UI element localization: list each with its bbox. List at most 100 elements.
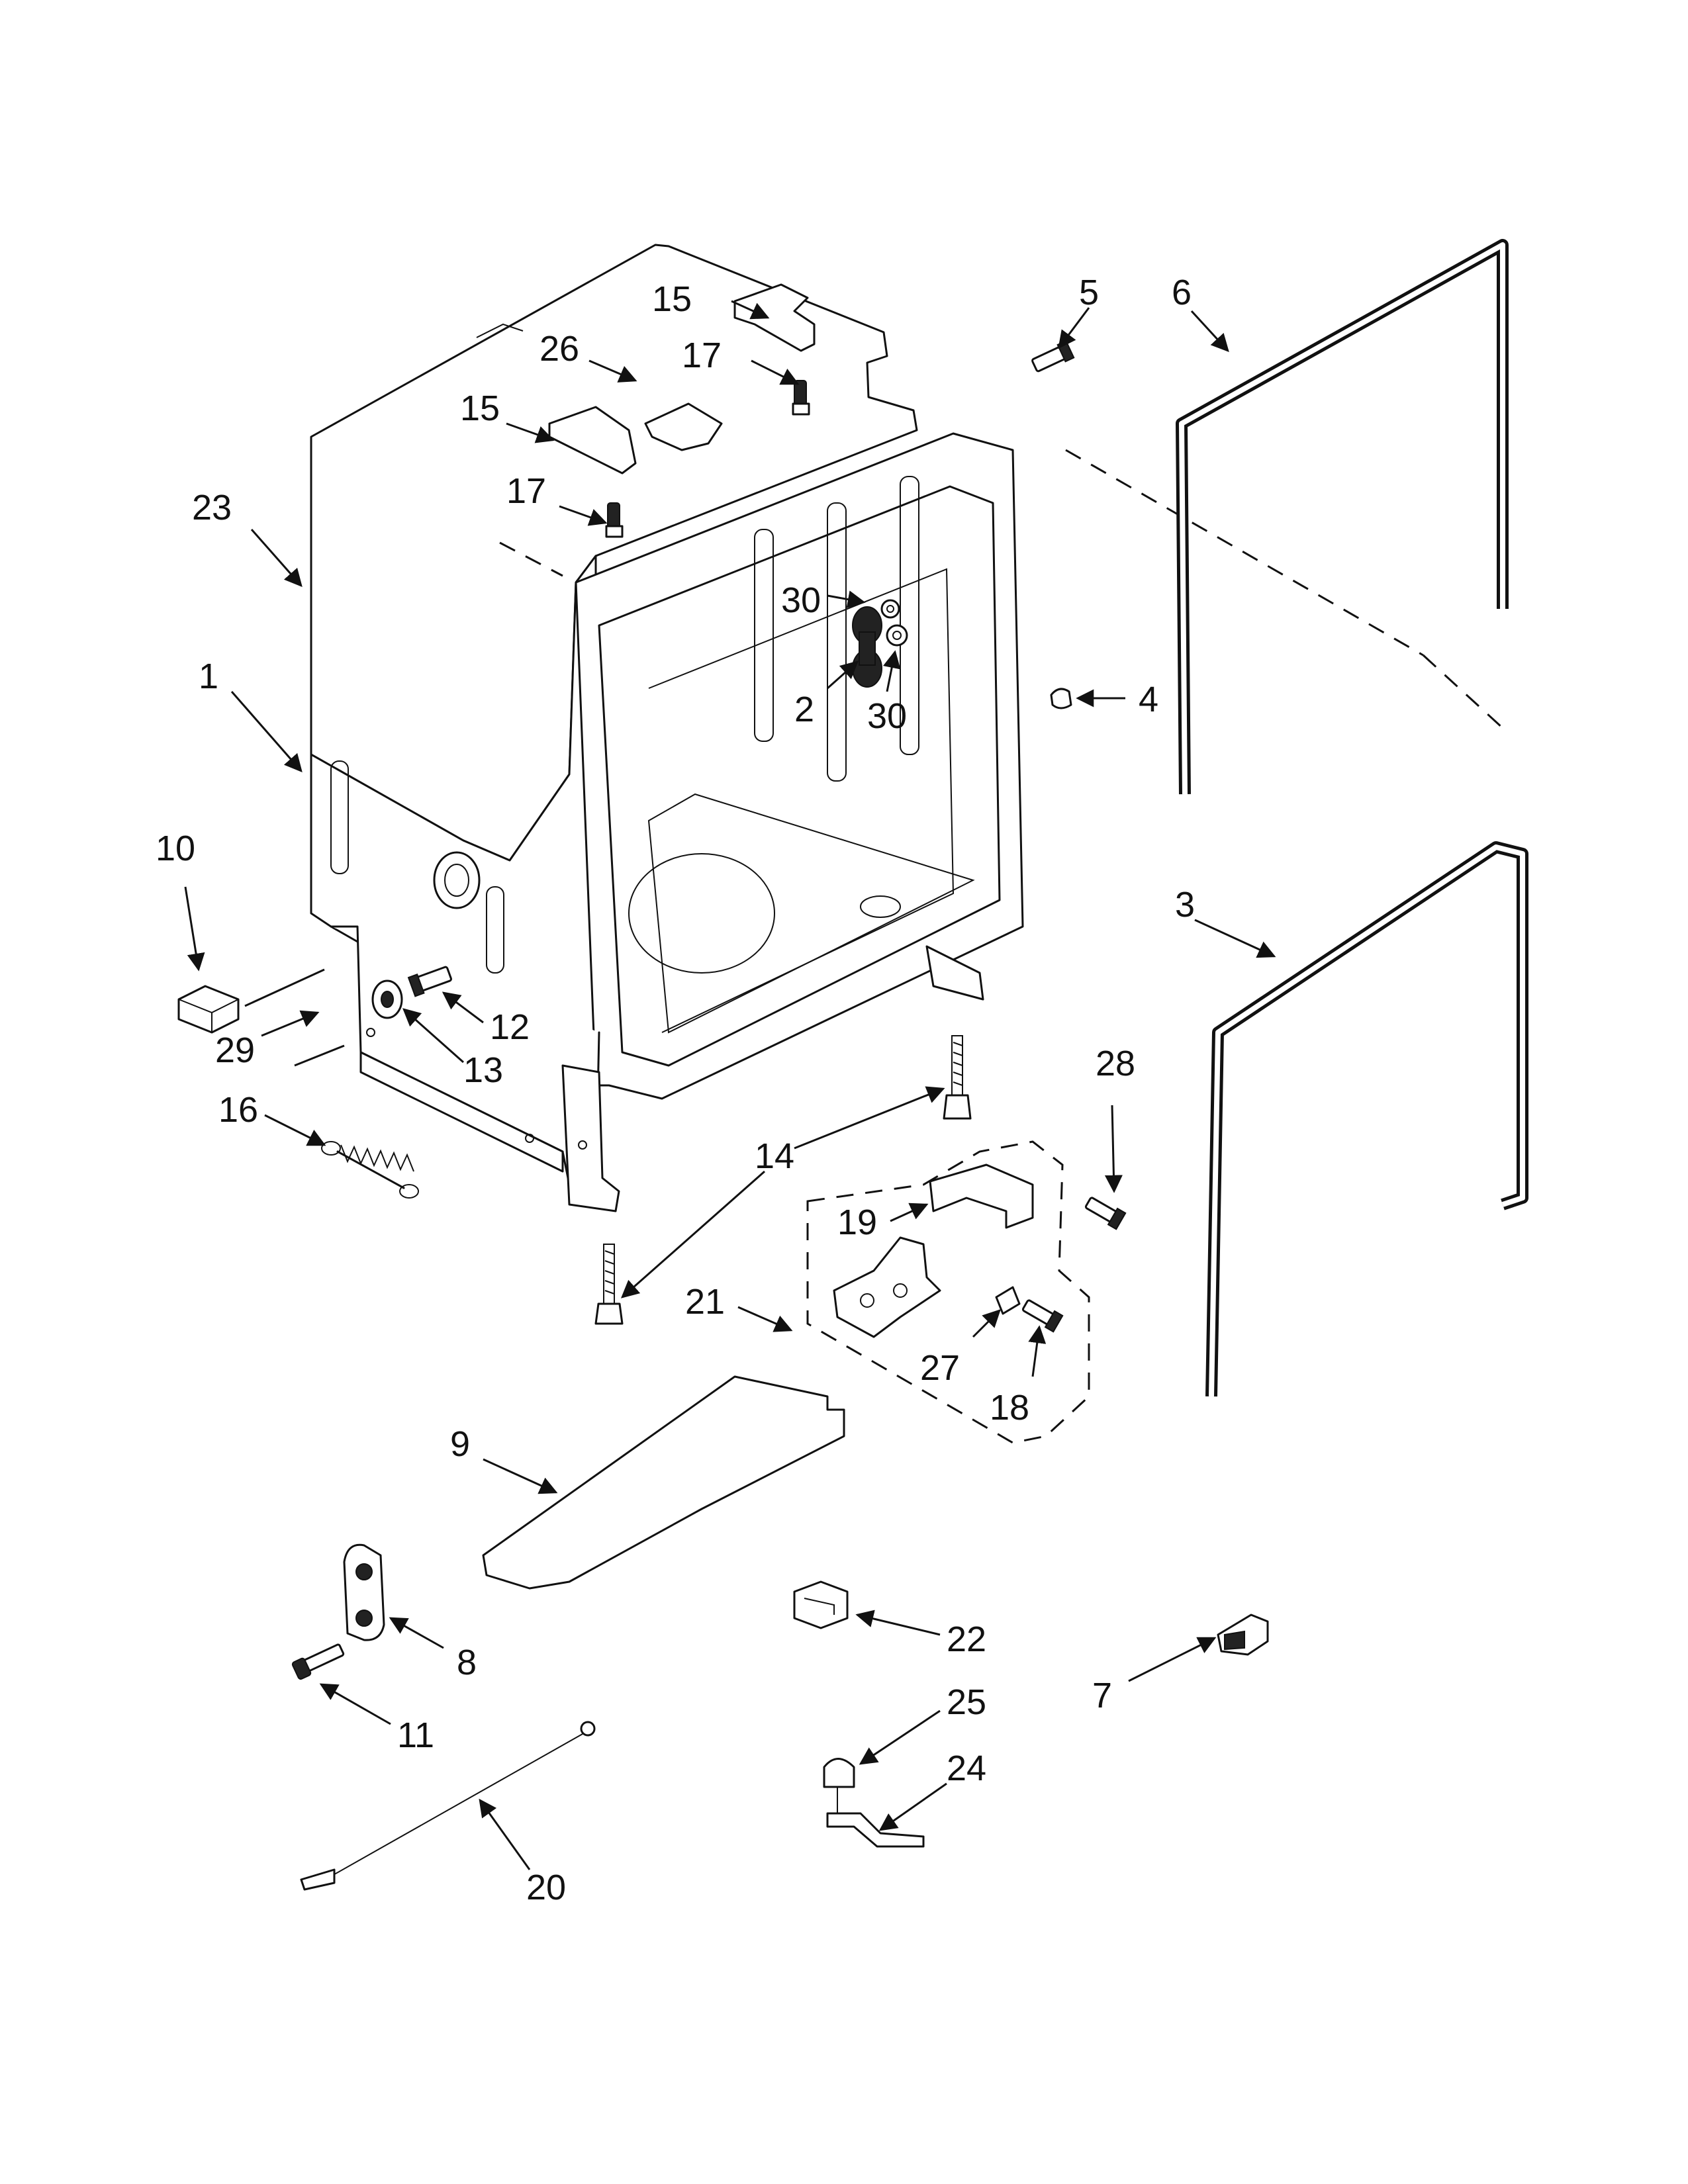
callout-8: 8 <box>457 1643 477 1682</box>
leader <box>479 1798 531 1870</box>
callout-26: 26 <box>539 329 579 369</box>
leader <box>506 422 555 443</box>
callout-29: 29 <box>215 1030 255 1070</box>
leveling-leg-front <box>594 1244 624 1325</box>
leader <box>751 359 800 385</box>
bracket-screw <box>291 1643 345 1680</box>
leader <box>261 1010 320 1037</box>
callout-17b: 17 <box>506 471 546 511</box>
phantom-line <box>1422 654 1504 729</box>
tub-side-port <box>433 851 481 909</box>
leader <box>588 359 637 383</box>
callout-10: 10 <box>156 829 195 868</box>
hinge-screw <box>1021 1299 1064 1333</box>
callout-30b: 30 <box>867 696 907 736</box>
base-panel <box>482 1375 845 1590</box>
leveling-grommet-inner <box>381 991 394 1008</box>
leader <box>737 1306 793 1332</box>
sump-opening <box>628 853 775 974</box>
screw-lower <box>605 502 624 538</box>
sensor-bracket <box>826 1812 925 1848</box>
callout-4: 4 <box>1139 680 1158 719</box>
callout-28: 28 <box>1096 1044 1135 1083</box>
leader <box>402 1008 464 1064</box>
leader <box>244 968 325 1007</box>
tub-clip <box>644 402 723 451</box>
wire-connector <box>300 1868 336 1891</box>
leader <box>878 1782 947 1831</box>
frame-hole <box>578 1140 587 1150</box>
front-leg-right <box>925 945 984 1001</box>
end-cap-top <box>178 999 239 1032</box>
leader <box>264 1114 326 1146</box>
end-cap <box>177 985 240 1034</box>
washer-lower <box>886 624 908 647</box>
leader <box>294 1044 345 1067</box>
door-switch-detail <box>804 1598 835 1615</box>
leader <box>827 590 866 608</box>
wire-harness <box>330 1733 583 1877</box>
tub-floor <box>647 793 975 1034</box>
callout-16: 16 <box>218 1090 258 1130</box>
leader <box>319 1683 391 1725</box>
callout-6: 6 <box>1172 273 1192 312</box>
hinge-hole <box>860 1293 874 1308</box>
callout-21: 21 <box>685 1282 725 1322</box>
callout-18: 18 <box>990 1388 1029 1428</box>
callout-13: 13 <box>463 1050 503 1090</box>
leader <box>184 886 205 972</box>
leader <box>1128 1637 1217 1682</box>
leader <box>882 650 901 692</box>
washer-upper-hole <box>886 605 894 613</box>
tub-top-bump <box>476 323 524 338</box>
mount-bracket <box>343 1543 385 1641</box>
callout-7: 7 <box>1092 1676 1112 1715</box>
leader <box>827 660 859 690</box>
leader <box>250 529 303 588</box>
leader <box>1058 307 1090 349</box>
callout-23: 23 <box>192 488 232 527</box>
leader <box>794 1086 945 1150</box>
phantom-line <box>1065 449 1424 657</box>
upper-door-gasket <box>1176 239 1509 795</box>
washer-lower-hole <box>892 631 902 640</box>
leader <box>442 991 484 1024</box>
tub-side-port-inner <box>444 864 469 897</box>
callout-20: 20 <box>526 1868 566 1907</box>
leader <box>855 1610 941 1636</box>
tub-rib <box>827 502 847 782</box>
leader <box>859 1709 941 1765</box>
callout-11: 11 <box>397 1715 434 1755</box>
hinge-washer <box>995 1286 1021 1315</box>
leader <box>972 1309 1001 1338</box>
tension-spring <box>321 1141 419 1199</box>
leader <box>620 1170 765 1298</box>
callout-9: 9 <box>450 1424 470 1464</box>
callout-19: 19 <box>837 1203 877 1242</box>
hinge-cover <box>929 1163 1034 1229</box>
callout-3: 3 <box>1175 885 1195 925</box>
callout-1: 1 <box>199 657 218 696</box>
base-rail-front <box>359 1051 564 1173</box>
callout-15: 15 <box>652 279 692 319</box>
cover-screw <box>1084 1197 1127 1230</box>
leader <box>731 300 770 320</box>
tub-rib <box>900 476 919 755</box>
door-latch-hook <box>1224 1630 1245 1651</box>
frame-hole <box>525 1134 534 1143</box>
callout-2: 2 <box>794 690 814 729</box>
leader <box>1194 919 1276 958</box>
leader <box>1190 310 1229 352</box>
sump-drain <box>860 895 901 918</box>
tub-rib <box>330 760 349 874</box>
leader <box>559 505 608 526</box>
spray-nozzle <box>852 606 882 688</box>
leveling-leg-rear <box>943 1035 972 1120</box>
tub-assembly <box>310 244 1024 1212</box>
washer-upper <box>880 599 900 619</box>
callout-24: 24 <box>947 1749 986 1788</box>
callout-27: 27 <box>920 1348 960 1388</box>
callout-12: 12 <box>490 1007 530 1047</box>
tub-rib <box>754 529 774 742</box>
